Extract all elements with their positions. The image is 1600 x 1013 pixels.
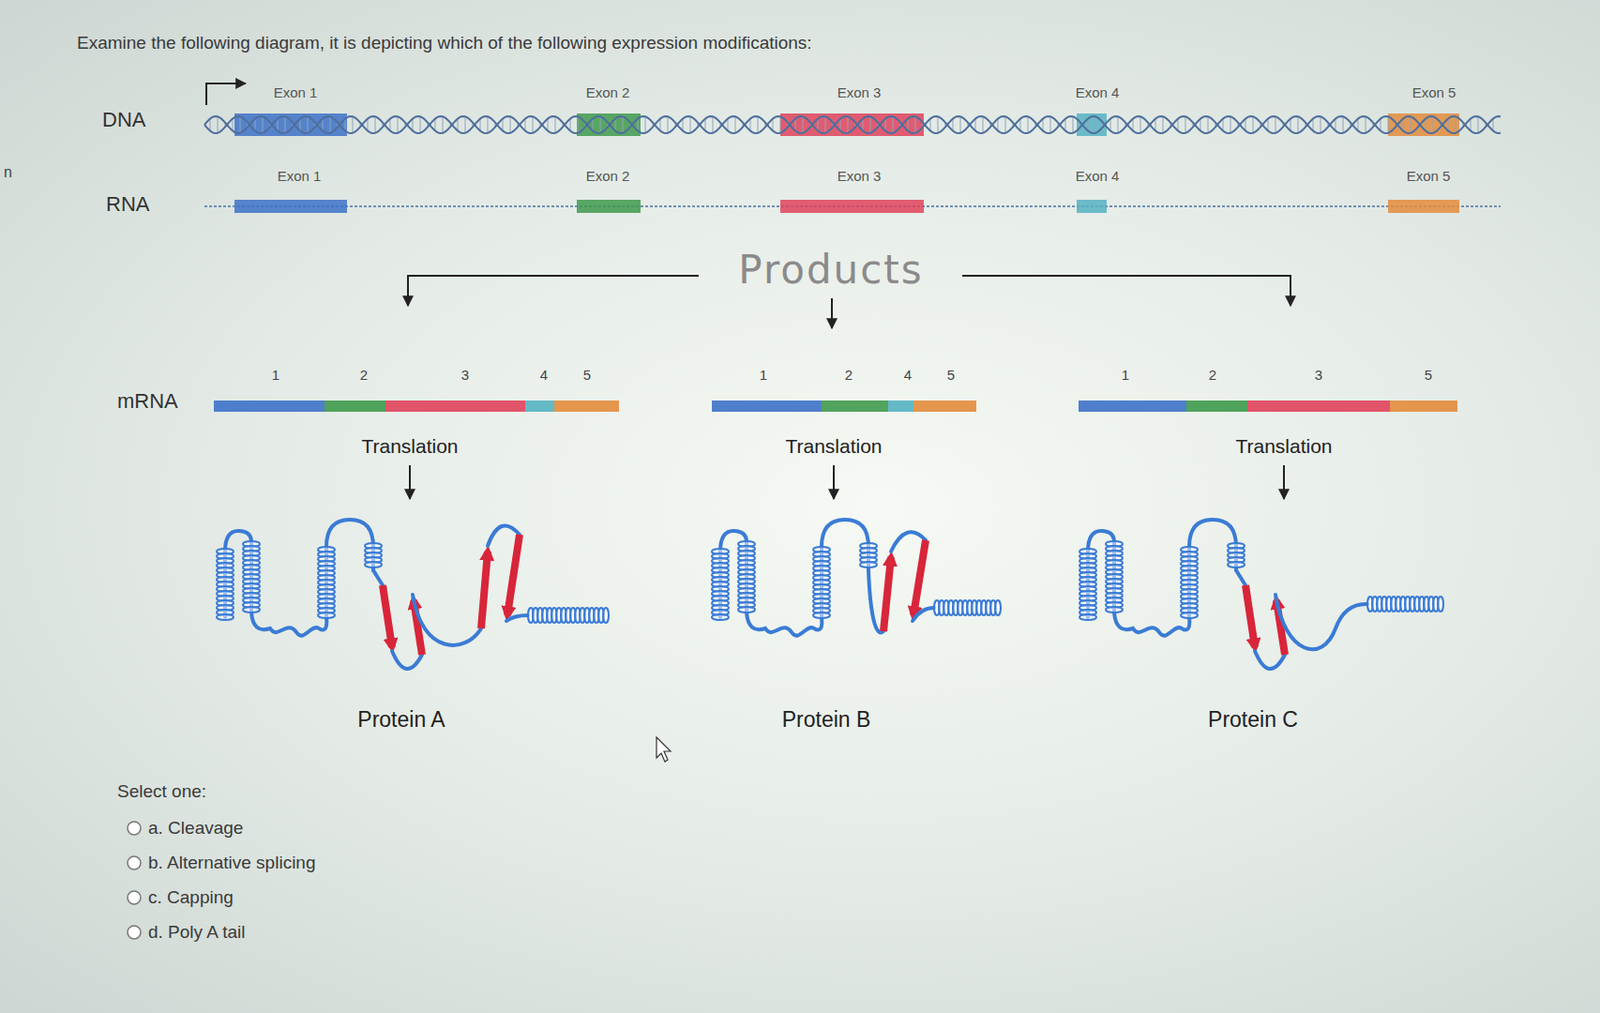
mrna-segment [1389,400,1458,412]
protein-label: Protein A [357,707,445,732]
exon-label: Exon 3 [837,84,882,101]
mrna-segment [324,400,386,412]
mrna-segment [821,400,889,412]
row-label: mRNA [117,389,179,413]
exon-number: 3 [1314,366,1323,383]
protein-structure [216,519,609,669]
protein-structure [711,519,1001,636]
mrna-segment [711,400,822,412]
mrna-segment [1247,400,1390,412]
answer-option: b. Alternative splicing [148,852,317,874]
products-label: Products [738,247,923,293]
exon-number: 4 [540,366,548,383]
exon-number: 5 [583,366,591,383]
answer-option: a. Cleavage [148,817,243,839]
exon-label: Exon 3 [837,167,882,184]
row-label: DNA [102,107,146,132]
exon-label: Exon 4 [1075,84,1120,101]
protein-label: Protein C [1207,707,1299,732]
exon-label: Exon 1 [273,84,318,101]
radio-button [127,821,141,835]
exon-label: Exon 1 [277,167,322,184]
mrna-segment [554,400,619,412]
mouse-cursor [656,737,671,762]
exon-number: 5 [947,366,955,383]
exon-label: Exon 4 [1075,167,1120,184]
exon-number: 2 [845,366,853,383]
exon-label: Exon 2 [586,84,631,101]
rna-exon [780,199,924,213]
radio-button [127,890,141,905]
dna-exon [1388,113,1460,136]
exon-number: 4 [904,366,912,383]
row-label: RNA [105,192,150,216]
mrna-segment [1186,400,1248,412]
exon-number: 1 [271,366,280,383]
protein-structure [1079,519,1444,669]
mrna-segment [1078,400,1187,412]
exon-label: Exon 5 [1412,84,1457,101]
rna-exon [576,199,641,213]
mrna-segment [525,400,555,412]
step-label: Translation [784,435,882,458]
translation-arrow [832,465,835,499]
exon-number: 2 [1208,366,1217,383]
exon-number: 1 [1121,366,1130,383]
exon-number: 1 [759,366,768,383]
step-label: Translation [1235,435,1332,458]
exon-number: 5 [1424,366,1433,383]
mrna-segment [385,400,526,412]
radio-button [127,925,141,939]
translation-arrow [1283,465,1285,499]
rna-exon [234,199,348,213]
answer-option: c. Capping [148,887,234,908]
exon-number: 2 [360,366,368,383]
rna-exon [1388,199,1460,213]
exon-label: Exon 5 [1406,167,1451,184]
mrna-segment [213,400,325,412]
protein-label: Protein B [782,707,872,732]
mrna-segment [888,400,914,412]
mrna-segment [913,400,977,412]
step-label: Translation [361,435,458,458]
exon-label: Exon 2 [586,167,631,184]
promoter-arrow [206,83,246,106]
exon-number: 3 [461,366,469,383]
radio-button [127,856,141,870]
translation-arrow [408,465,411,499]
dna-helix [204,116,1501,134]
question-text: Examine the following diagram, it is dep… [76,32,813,54]
prompt-label: Select one: [117,781,207,802]
rna-exon [1076,199,1107,213]
answer-option: d. Poly A tail [148,921,246,943]
stray-letter: n [3,164,13,182]
